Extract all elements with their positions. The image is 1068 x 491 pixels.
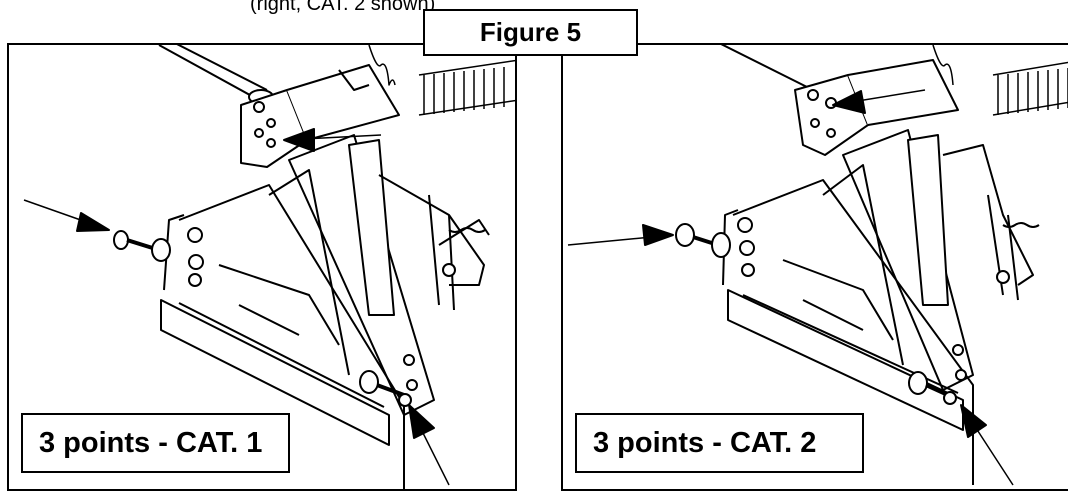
figure-title: Figure 5 [423,9,638,56]
top-caption-fragment: (right, CAT. 2 shown) [250,0,436,15]
cat1-hitch-drawing [23,45,515,489]
cat2-label: 3 points - CAT. 2 [575,413,864,473]
cat2-hitch-drawing [567,45,1068,486]
cat1-label: 3 points - CAT. 1 [21,413,290,473]
